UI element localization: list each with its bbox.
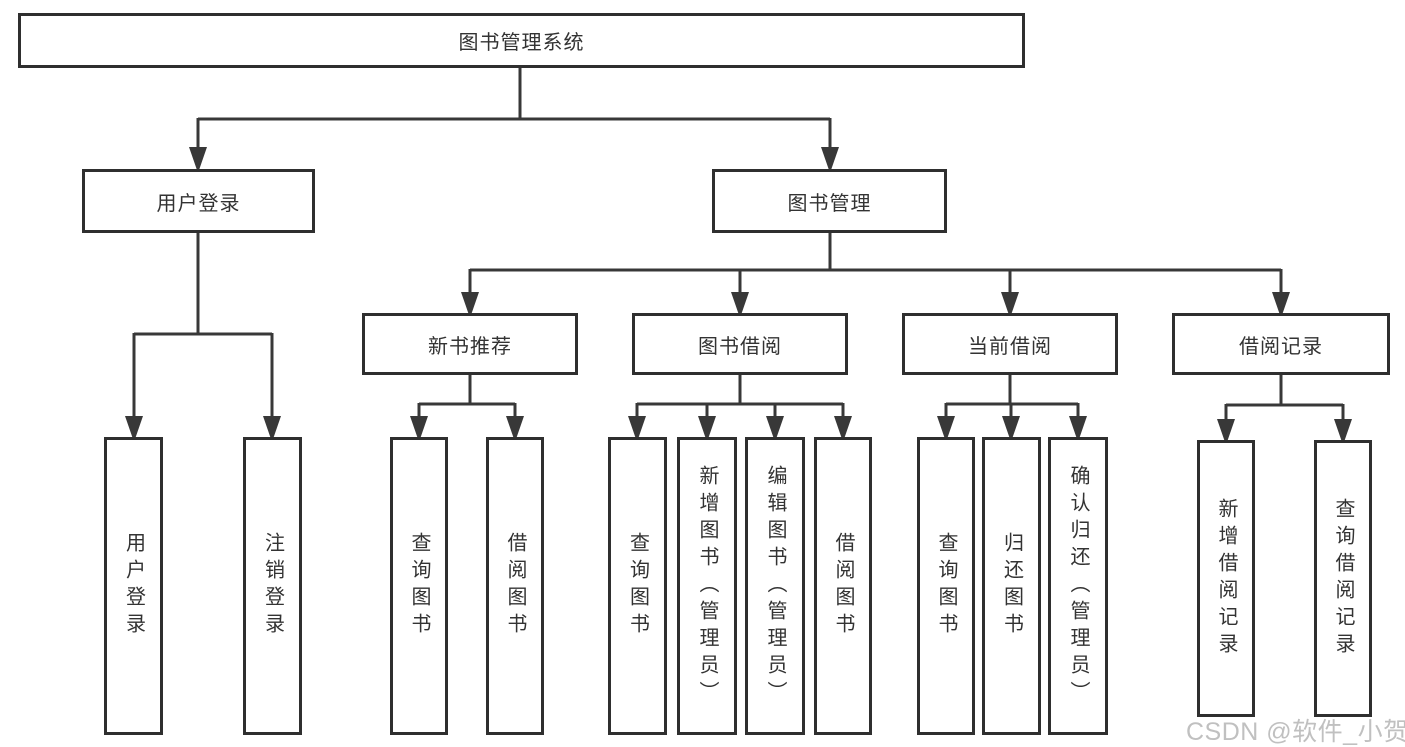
leaf-return-books-label: 归还图书 (1000, 532, 1023, 640)
leaf-add-borrow-record: 新增借阅记录 (1197, 440, 1255, 717)
leaf-logout: 注销登录 (243, 437, 302, 735)
leaf-query-borrow-record-label: 查询借阅记录 (1332, 497, 1354, 660)
node-user-login: 用户登录 (82, 169, 315, 233)
watermark-text: CSDN @软件_小贺同学 (1186, 718, 1405, 746)
node-current-borrowing-label: 当前借阅 (968, 335, 1052, 358)
leaf-borrow-books-borrowing: 借阅图书 (814, 437, 872, 735)
leaf-query-books-borrowing-label: 查询图书 (626, 532, 649, 640)
node-root-system: 图书管理系统 (18, 13, 1025, 68)
leaf-query-books-recommend-label: 查询图书 (408, 532, 430, 640)
node-new-book-recommend-label: 新书推荐 (428, 335, 512, 358)
leaf-add-borrow-record-label: 新增借阅记录 (1215, 497, 1237, 660)
leaf-borrow-books-recommend: 借阅图书 (486, 437, 544, 735)
leaf-user-login-label: 用户登录 (122, 532, 145, 640)
leaf-query-books-borrowing: 查询图书 (608, 437, 667, 735)
leaf-borrow-books-borrowing-label: 借阅图书 (832, 532, 854, 640)
leaf-query-books-current-label: 查询图书 (935, 532, 957, 640)
leaf-confirm-return-admin: 确认归还（管理员） (1048, 437, 1108, 735)
leaf-query-books-current: 查询图书 (917, 437, 975, 735)
node-new-book-recommend: 新书推荐 (362, 313, 578, 375)
node-root-system-label: 图书管理系统 (458, 32, 585, 54)
leaf-logout-label: 注销登录 (261, 532, 284, 640)
leaf-borrow-books-recommend-label: 借阅图书 (504, 532, 526, 640)
node-book-management-label: 图书管理 (787, 192, 872, 215)
node-book-management: 图书管理 (712, 169, 947, 233)
arrowhead-icons (125, 147, 1352, 445)
node-book-borrowing: 图书借阅 (632, 313, 848, 375)
leaf-edit-books-admin: 编辑图书（管理员） (745, 437, 805, 735)
leaf-return-books: 归还图书 (982, 437, 1041, 735)
leaf-add-books-admin-label: 新增图书（管理员） (696, 464, 718, 708)
leaf-add-books-admin: 新增图书（管理员） (677, 437, 737, 735)
leaf-edit-books-admin-label: 编辑图书（管理员） (764, 464, 786, 708)
node-borrowing-records: 借阅记录 (1172, 313, 1390, 375)
node-user-login-label: 用户登录 (156, 192, 241, 215)
node-current-borrowing: 当前借阅 (902, 313, 1118, 375)
node-book-borrowing-label: 图书借阅 (698, 335, 782, 358)
leaf-query-borrow-record: 查询借阅记录 (1314, 440, 1372, 717)
node-borrowing-records-label: 借阅记录 (1239, 335, 1323, 358)
leaf-confirm-return-admin-label: 确认归还（管理员） (1067, 464, 1089, 708)
leaf-query-books-recommend: 查询图书 (390, 437, 448, 735)
leaf-user-login: 用户登录 (104, 437, 163, 735)
